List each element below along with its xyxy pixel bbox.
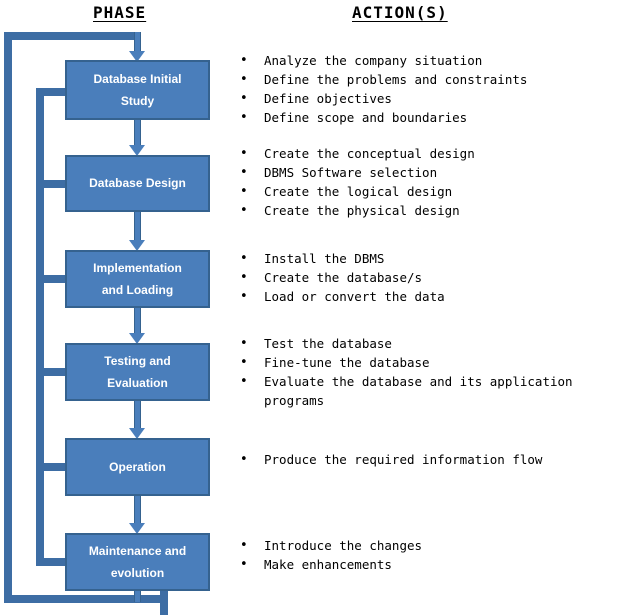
bullet-icon: • xyxy=(240,336,248,351)
action-item: • Load or convert the data xyxy=(232,287,628,306)
bullet-icon: • xyxy=(240,452,248,467)
action-list-maintenance-and-evolution: • Introduce the changes • Make enhancements xyxy=(232,536,628,574)
action-item: • Install the DBMS xyxy=(232,249,628,268)
bullet-icon: • xyxy=(240,374,248,389)
bullet-icon: • xyxy=(240,270,248,285)
bullet-icon: • xyxy=(240,72,248,87)
bullet-icon: • xyxy=(240,110,248,125)
column-heading-phase: PHASE xyxy=(93,3,147,22)
bullet-icon: • xyxy=(240,557,248,572)
phase-box-label: Operation xyxy=(109,459,166,474)
arrow-operation-to-maintenance xyxy=(129,495,145,534)
action-item-label: Create the physical design xyxy=(264,203,460,218)
action-item-label: Load or convert the data xyxy=(264,289,445,304)
bullet-icon: • xyxy=(240,91,248,106)
action-item: • Create the logical design xyxy=(232,182,628,201)
action-item-label: Produce the required information flow xyxy=(264,452,543,467)
action-item-label: Introduce the changes xyxy=(264,538,423,553)
loop-tap-implementation xyxy=(36,275,76,283)
action-item: • Make enhancements xyxy=(232,555,628,574)
action-item-label: Analyze the company situation xyxy=(264,53,483,68)
action-item: • Fine-tune the database xyxy=(232,353,628,372)
loop-tap-testing xyxy=(36,368,76,376)
loop-outer-bottom-segment xyxy=(4,595,168,603)
arrow-testing-to-operation xyxy=(129,400,145,439)
action-item-label: Create the logical design xyxy=(264,184,453,199)
action-list-testing-and-evaluation: • Test the database • Fine-tune the databas… xyxy=(232,334,628,410)
action-item-label: Create the conceptual design xyxy=(264,146,475,161)
action-item-label: Fine-tune the database xyxy=(264,355,430,370)
action-item: • Create the database/s xyxy=(232,268,628,287)
loop-inner-bottom-segment xyxy=(36,558,76,566)
bullet-icon: • xyxy=(240,538,248,553)
bullet-icon: • xyxy=(240,184,248,199)
loop-tap-database-design xyxy=(36,180,76,188)
action-item-label: DBMS Software selection xyxy=(264,165,438,180)
action-item-label: Make enhancements xyxy=(264,557,392,572)
action-item: • Define objectives xyxy=(232,89,628,108)
action-list-database-initial-study: • Analyze the company situation • Define th… xyxy=(232,51,628,127)
action-item: • Define scope and boundaries xyxy=(232,108,628,127)
loop-tap-operation xyxy=(36,463,76,471)
bullet-icon: • xyxy=(240,165,248,180)
loop-outer-top-segment xyxy=(4,32,138,40)
action-list-operation: • Produce the required information flow xyxy=(232,450,628,469)
action-item-label: Define scope and boundaries xyxy=(264,110,468,125)
action-item: • Analyze the company situation xyxy=(232,51,628,70)
bullet-icon: • xyxy=(240,355,248,370)
bullet-icon: • xyxy=(240,203,248,218)
arrow-design-to-implementation xyxy=(129,211,145,251)
loop-outer-riser-segment xyxy=(160,590,168,615)
column-heading-actions: ACTION(S) xyxy=(352,3,448,22)
loop-outer-left-segment xyxy=(4,32,12,603)
loop-inner-left-segment xyxy=(36,88,44,566)
bullet-icon: • xyxy=(240,289,248,304)
action-item: • DBMS Software selection xyxy=(232,163,628,182)
arrow-implementation-to-testing xyxy=(129,307,145,344)
arrow-into-database-initial-study xyxy=(129,32,145,62)
action-item: • Evaluate the database and its applicati… xyxy=(232,372,628,410)
bullet-icon: • xyxy=(240,146,248,161)
phase-box-label: Database Design xyxy=(89,176,186,191)
loop-inner-top-segment xyxy=(36,88,76,96)
action-item-label: Evaluate the database and its applicatio… xyxy=(264,374,573,408)
arrow-maintenance-to-loop xyxy=(130,590,145,602)
action-list-database-design: • Create the conceptual design • DBMS Softw… xyxy=(232,144,628,220)
action-list-implementation-and-loading: •Install the DBMS•Create the database/s•… xyxy=(232,249,628,306)
bullet-icon: • xyxy=(240,53,248,68)
action-item-label: Define the problems and constraints xyxy=(264,72,528,87)
action-item: • Introduce the changes xyxy=(232,536,628,555)
arrow-study-to-design xyxy=(129,120,145,156)
phase-box-operation[interactable]: Operation xyxy=(65,438,210,496)
action-item-label: Test the database xyxy=(264,336,392,351)
action-item: • Test the database xyxy=(232,334,628,353)
action-item: • Create the conceptual design xyxy=(232,144,628,163)
action-item: • Produce the required information flow xyxy=(232,450,628,469)
action-item: • Create the physical design xyxy=(232,201,628,220)
action-item-label: Install the DBMS xyxy=(264,251,385,266)
action-item-label: Create the database/s xyxy=(264,270,423,285)
bullet-icon: • xyxy=(240,251,248,266)
phase-box-database-design[interactable]: Database Design xyxy=(65,155,210,212)
action-item: • Define the problems and constraints xyxy=(232,70,628,89)
action-item-label: Define objectives xyxy=(264,91,392,106)
